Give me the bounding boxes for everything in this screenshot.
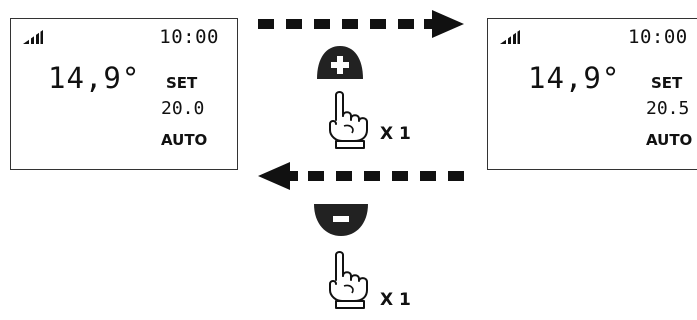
press-count-label: X 1 bbox=[380, 290, 411, 310]
thermostat-display-after: 10:00 14,9° SET 20.5 AUTO bbox=[487, 18, 697, 170]
setpoint-value: 20.5 bbox=[646, 98, 690, 119]
thermostat-display-before: 10:00 14,9° SET 20.0 AUTO bbox=[10, 18, 238, 170]
mode-label: AUTO bbox=[161, 131, 208, 149]
signal-strength-icon bbox=[23, 30, 43, 44]
room-temperature: 14,9° bbox=[48, 61, 141, 95]
plus-button[interactable] bbox=[314, 44, 366, 80]
set-label: SET bbox=[166, 74, 198, 92]
set-label: SET bbox=[651, 74, 683, 92]
signal-strength-icon bbox=[500, 30, 520, 44]
pointing-hand-icon bbox=[329, 251, 368, 309]
minus-button[interactable] bbox=[312, 202, 370, 238]
clock-display: 10:00 bbox=[628, 26, 688, 48]
dashed-arrow-left-icon bbox=[258, 162, 464, 190]
clock-display: 10:00 bbox=[159, 26, 219, 48]
setpoint-value: 20.0 bbox=[161, 98, 205, 119]
pointing-hand-icon bbox=[329, 91, 368, 149]
minus-icon bbox=[333, 216, 349, 222]
mode-label: AUTO bbox=[646, 131, 693, 149]
press-count-label: X 1 bbox=[380, 124, 411, 144]
room-temperature: 14,9° bbox=[528, 61, 621, 95]
dashed-arrow-right-icon bbox=[258, 10, 464, 38]
